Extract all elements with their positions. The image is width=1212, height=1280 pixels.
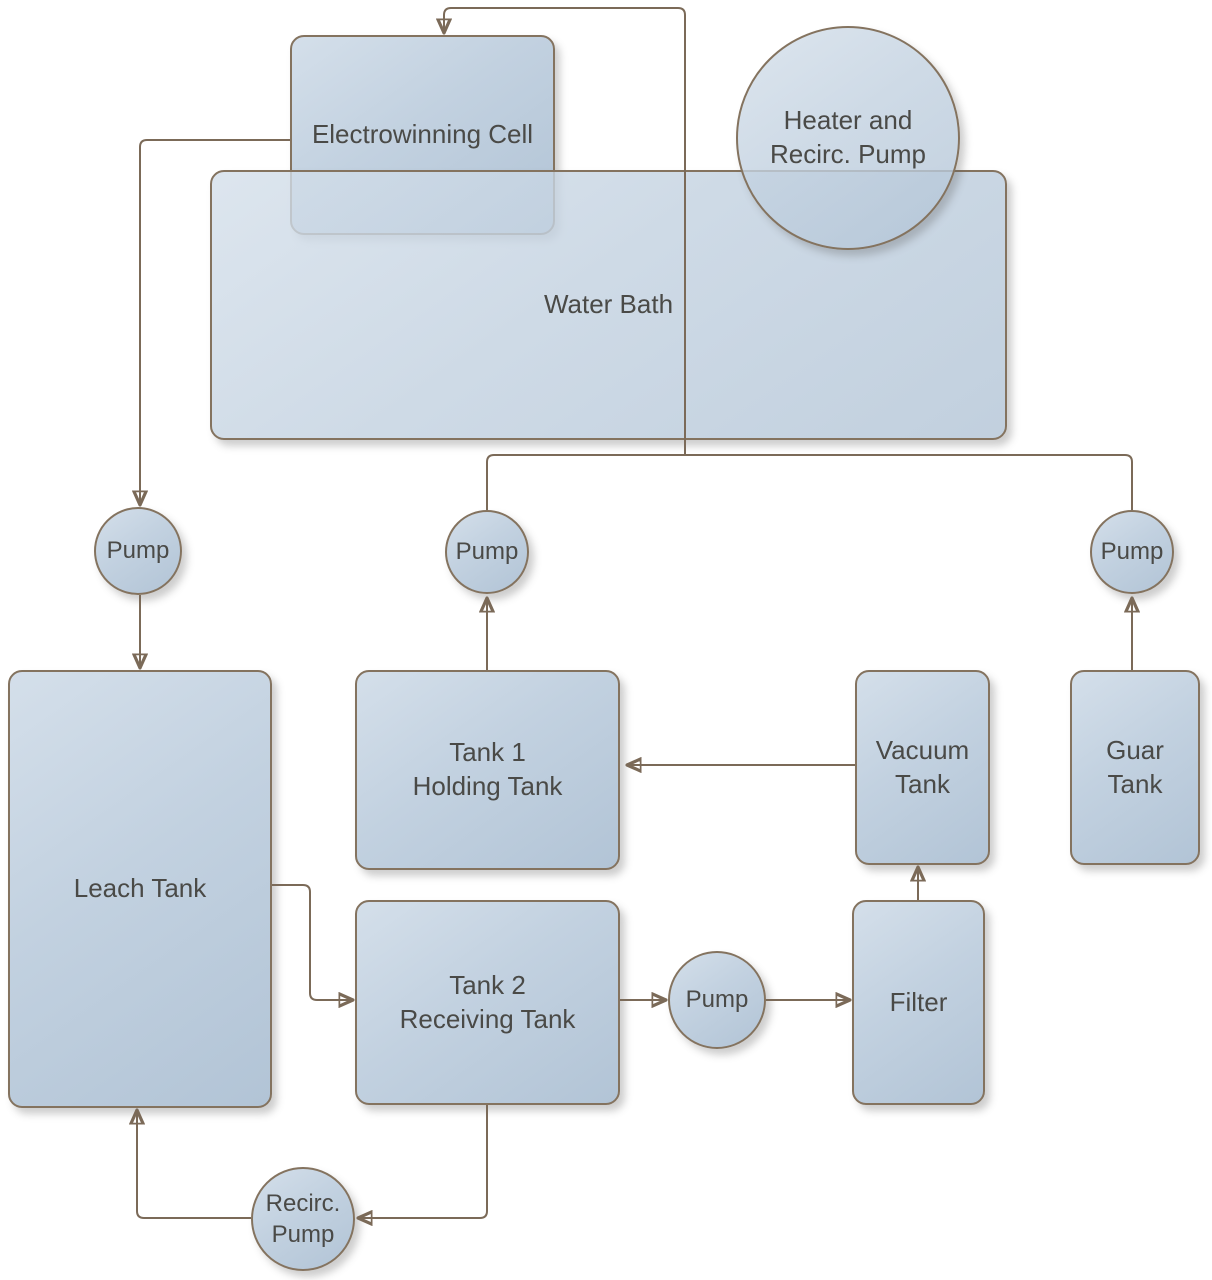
- vacuum-tank-node: Vacuum Tank: [855, 670, 990, 865]
- connector-leach-tank-to-tank-2: [272, 884, 353, 1000]
- tank-2-node: Tank 2 Receiving Tank: [355, 900, 620, 1105]
- guar-tank-label: Guar Tank: [1106, 734, 1164, 799]
- pump-center-node: Pump: [445, 510, 529, 594]
- recirc-pump-node: Recirc. Pump: [251, 1167, 355, 1271]
- tank-1-node: Tank 1 Holding Tank: [355, 670, 620, 870]
- heater-recirc-pump-node: Heater and Recirc. Pump: [736, 26, 960, 250]
- filter-node: Filter: [852, 900, 985, 1105]
- connector-recirc-pump-to-leach-tank: [137, 1110, 251, 1219]
- filter-label: Filter: [889, 986, 948, 1017]
- electrowinning-cell-label: Electrowinning Cell: [311, 119, 534, 150]
- vacuum-tank-label: Vacuum Tank: [875, 734, 970, 799]
- connector-tank-2-to-recirc-pump: [358, 1105, 488, 1218]
- pump-center-label: Pump: [455, 538, 519, 566]
- leach-tank-label: Leach Tank: [73, 873, 207, 904]
- pump-right-node: Pump: [1090, 510, 1174, 594]
- heater-recirc-pump-label: Heater and Recirc. Pump: [769, 105, 927, 169]
- pump-left-label: Pump: [106, 537, 170, 565]
- pump-right-label: Pump: [1100, 538, 1164, 566]
- water-bath-label: Water Bath: [543, 289, 674, 320]
- pump-left-node: Pump: [94, 507, 182, 595]
- recirc-pump-label: Recirc. Pump: [265, 1189, 341, 1248]
- connector-pump-manifold: [486, 454, 1133, 510]
- pump-transfer-node: Pump: [668, 951, 766, 1049]
- tank-1-label: Tank 1 Holding Tank: [412, 737, 563, 801]
- guar-tank-node: Guar Tank: [1070, 670, 1200, 865]
- leach-tank-node: Leach Tank: [8, 670, 272, 1108]
- pump-transfer-label: Pump: [685, 986, 749, 1014]
- tank-2-label: Tank 2 Receiving Tank: [399, 969, 576, 1034]
